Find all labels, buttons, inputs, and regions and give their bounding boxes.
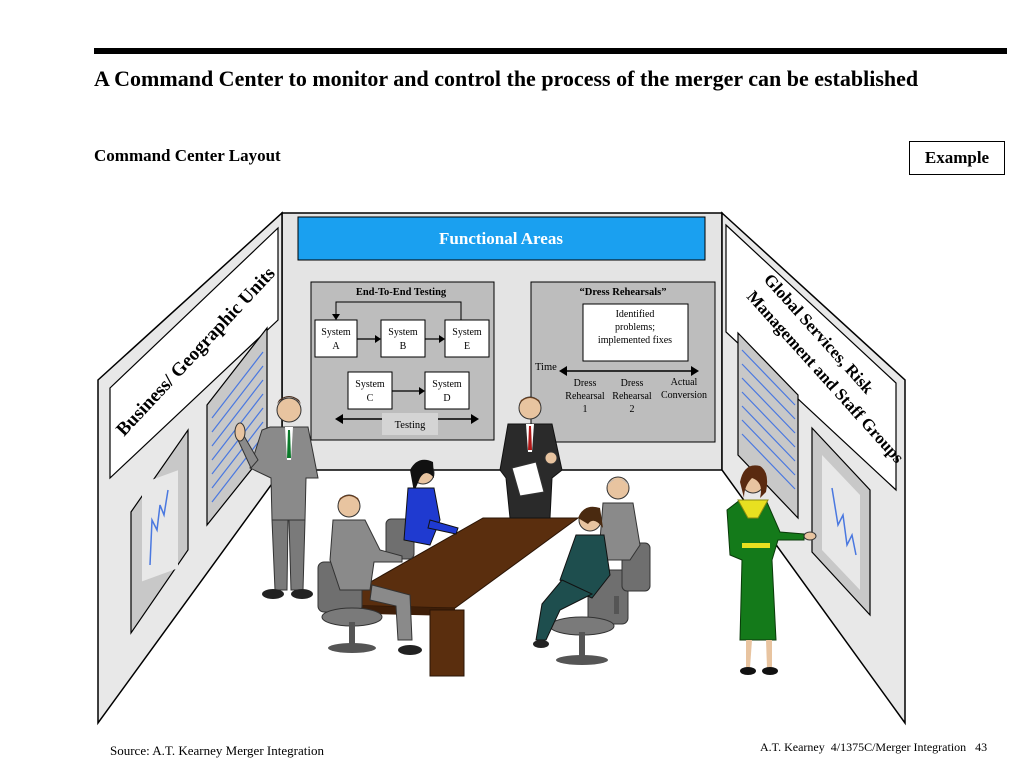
system-b-line1: System (388, 327, 418, 338)
dress-rehearsal-1-line1: Dress (574, 378, 597, 389)
seated-woman-blue (403, 459, 459, 546)
arrowhead-b-e (439, 335, 445, 343)
identified-problems-line3: implemented fixes (598, 335, 672, 346)
system-a-line2: A (332, 341, 340, 352)
actual-conversion-line1: Actual (671, 377, 698, 388)
arrowhead-a-b (375, 335, 381, 343)
time-arrowhead-right (691, 366, 699, 376)
system-e-box (444, 319, 490, 358)
top-rule (94, 48, 1007, 54)
actual-conversion-line2: Conversion (661, 390, 707, 401)
example-tag: Example (909, 141, 1005, 175)
dress-rehearsal-2-line3: 2 (630, 404, 635, 415)
functional-areas-label: Functional Areas (439, 229, 563, 248)
testing-label-bg (382, 413, 438, 435)
system-e-line1: System (452, 327, 482, 338)
identified-problems-box (582, 303, 689, 362)
system-d-box (424, 371, 470, 410)
system-c-line2: C (367, 393, 374, 404)
right-chart-panel-upper (737, 331, 799, 520)
identified-problems-line2: problems; (615, 322, 655, 333)
dress-rehearsal-1-line3: 1 (583, 404, 588, 415)
seated-woman-teal (533, 506, 611, 648)
page-title: A Command Center to monitor and control … (94, 66, 919, 91)
time-arrowhead-left (559, 366, 567, 376)
testing-arrowhead-right (471, 414, 479, 424)
dress-rehearsal-2-line1: Dress (621, 378, 644, 389)
testing-label: Testing (395, 420, 427, 431)
identified-problems-line1: Identified (616, 309, 655, 320)
time-label: Time (535, 362, 557, 373)
left-wall-sign (109, 226, 279, 480)
source-note: Source: A.T. Kearney Merger Integration (110, 743, 324, 758)
system-b-line2: B (400, 341, 407, 352)
presenter-man-left (234, 396, 319, 599)
system-d-line1: System (432, 379, 462, 390)
dress-rehearsal-2-line2: Rehearsal (612, 391, 652, 402)
system-e-line2: E (464, 341, 470, 352)
feedback-arrowhead (332, 314, 340, 320)
functional-areas-banner (297, 216, 706, 261)
system-a-line1: System (321, 327, 351, 338)
seated-man-grayhair (599, 476, 641, 561)
system-d-line2: D (443, 393, 450, 404)
system-a-box (314, 319, 358, 358)
presenter-woman-green (726, 465, 817, 675)
testing-arrowhead-left (335, 414, 343, 424)
system-b-box (380, 319, 426, 358)
seated-man-gray (329, 494, 422, 655)
feedback-arrow (335, 301, 462, 320)
arrowhead-c-d (419, 387, 425, 395)
system-c-line1: System (355, 379, 385, 390)
section-subtitle: Command Center Layout (94, 146, 281, 165)
right-chart-lines-upper (741, 349, 796, 490)
system-c-box (347, 371, 393, 410)
right-line-chart (831, 487, 857, 556)
page-reference: A.T. Kearney 4/1375C/Merger Integration … (760, 740, 988, 754)
testing-panel-title: End-To-End Testing (356, 287, 447, 298)
left-line-chart-screen (142, 470, 178, 582)
right-wall-sign (725, 223, 897, 492)
rehearsal-panel-title: “Dress Rehearsals” (579, 287, 666, 298)
dress-rehearsal-1-line2: Rehearsal (565, 391, 605, 402)
left-line-chart (149, 489, 169, 566)
left-chart-lines-upper (211, 351, 264, 503)
presenter-man-center (499, 396, 563, 519)
